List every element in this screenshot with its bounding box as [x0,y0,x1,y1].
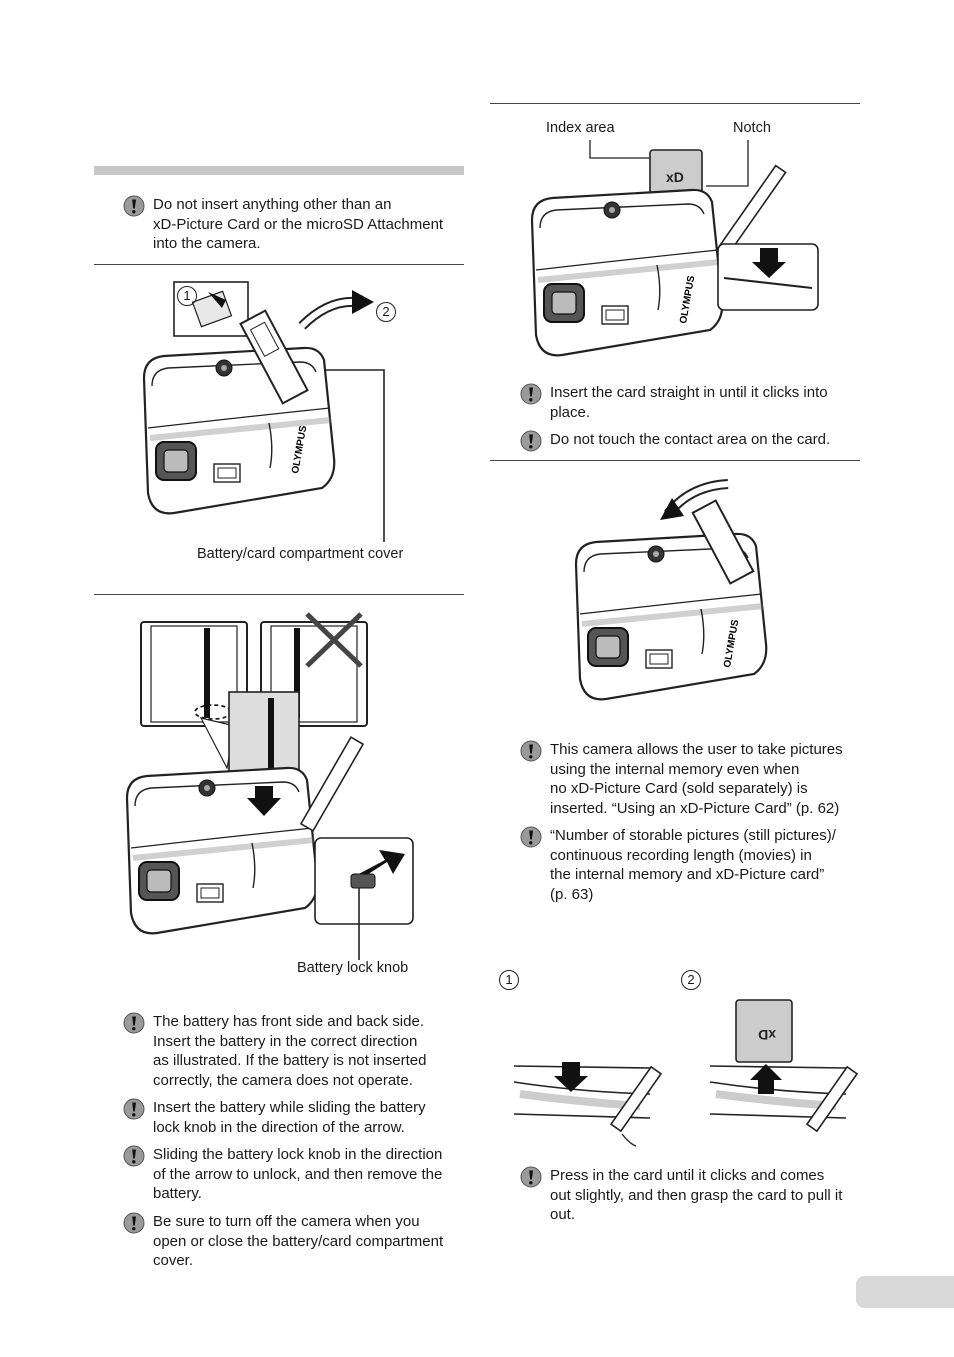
note-text: Be sure to turn off the camera when you … [153,1213,444,1270]
callout-battery-lock-knob: Battery lock knob [297,960,409,976]
divider [490,460,860,461]
battery-illustration [115,612,414,960]
warning-icon [123,1212,145,1234]
warning-icon [123,195,145,217]
warning-icon [520,383,542,405]
note-insert-card-straight: Insert the card straight in until it cli… [520,383,860,423]
step2-pull-card: xD [709,999,859,1133]
callout-compartment-cover: Battery/card compartment cover [197,546,404,562]
note-no-foreign-objects: Do not insert anything other than an xD-… [123,195,463,257]
note-contact-area: Do not touch the contact area on the car… [520,430,860,452]
step-number-2: 2 [376,302,396,322]
step1-press-card [513,1062,663,1147]
figure-insert-battery [115,612,425,960]
note-storable-pictures: “Number of storable pictures (still pict… [520,826,860,906]
figure-remove-card: xD [510,994,860,1154]
note-text: Do not touch the contact area on the car… [550,431,831,448]
note-internal-memory: This camera allows the user to take pict… [520,740,860,820]
note-text: The battery has front side and back side… [153,1013,427,1089]
note-text: Insert the battery while sliding the bat… [153,1099,426,1136]
warning-icon [123,1012,145,1034]
warning-icon [520,1166,542,1188]
section-header-bar [94,166,464,175]
note-text: Press in the card until it clicks and co… [550,1167,843,1224]
card-removal-illustration: xD [513,999,859,1147]
step-number-1: 1 [177,286,197,306]
step-number-2: 2 [681,970,701,990]
step-number-1: 1 [499,970,519,990]
camera-card-illustration: xD OLYMPUS [520,140,819,360]
divider [490,103,860,104]
warning-icon [520,430,542,452]
page-edge-tab [856,1276,954,1308]
camera-illustration: OLYMPUS [560,479,790,710]
note-text: Do not insert anything other than an xD-… [153,196,444,253]
note-text: “Number of storable pictures (still pict… [550,827,836,903]
divider [94,264,464,265]
note-remove-card: Press in the card until it clicks and co… [520,1166,860,1226]
camera-illustration: OLYMPUS [130,281,385,542]
note-slide-lock-knob: Insert the battery while sliding the bat… [123,1098,463,1138]
figure-open-cover: OLYMPUS [130,280,450,565]
callout-index-area: Index area [546,120,615,136]
note-text: This camera allows the user to take pict… [550,741,843,817]
callout-notch: Notch [733,120,771,136]
note-remove-battery: Sliding the battery lock knob in the dir… [123,1145,463,1205]
warning-icon [520,826,542,848]
note-text: Sliding the battery lock knob in the dir… [153,1146,443,1203]
divider [94,594,464,595]
svg-text:xD: xD [666,169,684,185]
figure-close-cover: OLYMPUS [560,478,790,710]
warning-icon [123,1098,145,1120]
note-battery-orientation: The battery has front side and back side… [123,1012,463,1092]
svg-text:xD: xD [758,1027,776,1043]
warning-icon [520,740,542,762]
note-turn-off-camera: Be sure to turn off the camera when you … [123,1212,463,1272]
figure-insert-card: xD OLYMPUS [520,138,830,360]
note-text: Insert the card straight in until it cli… [550,384,828,421]
warning-icon [123,1145,145,1167]
